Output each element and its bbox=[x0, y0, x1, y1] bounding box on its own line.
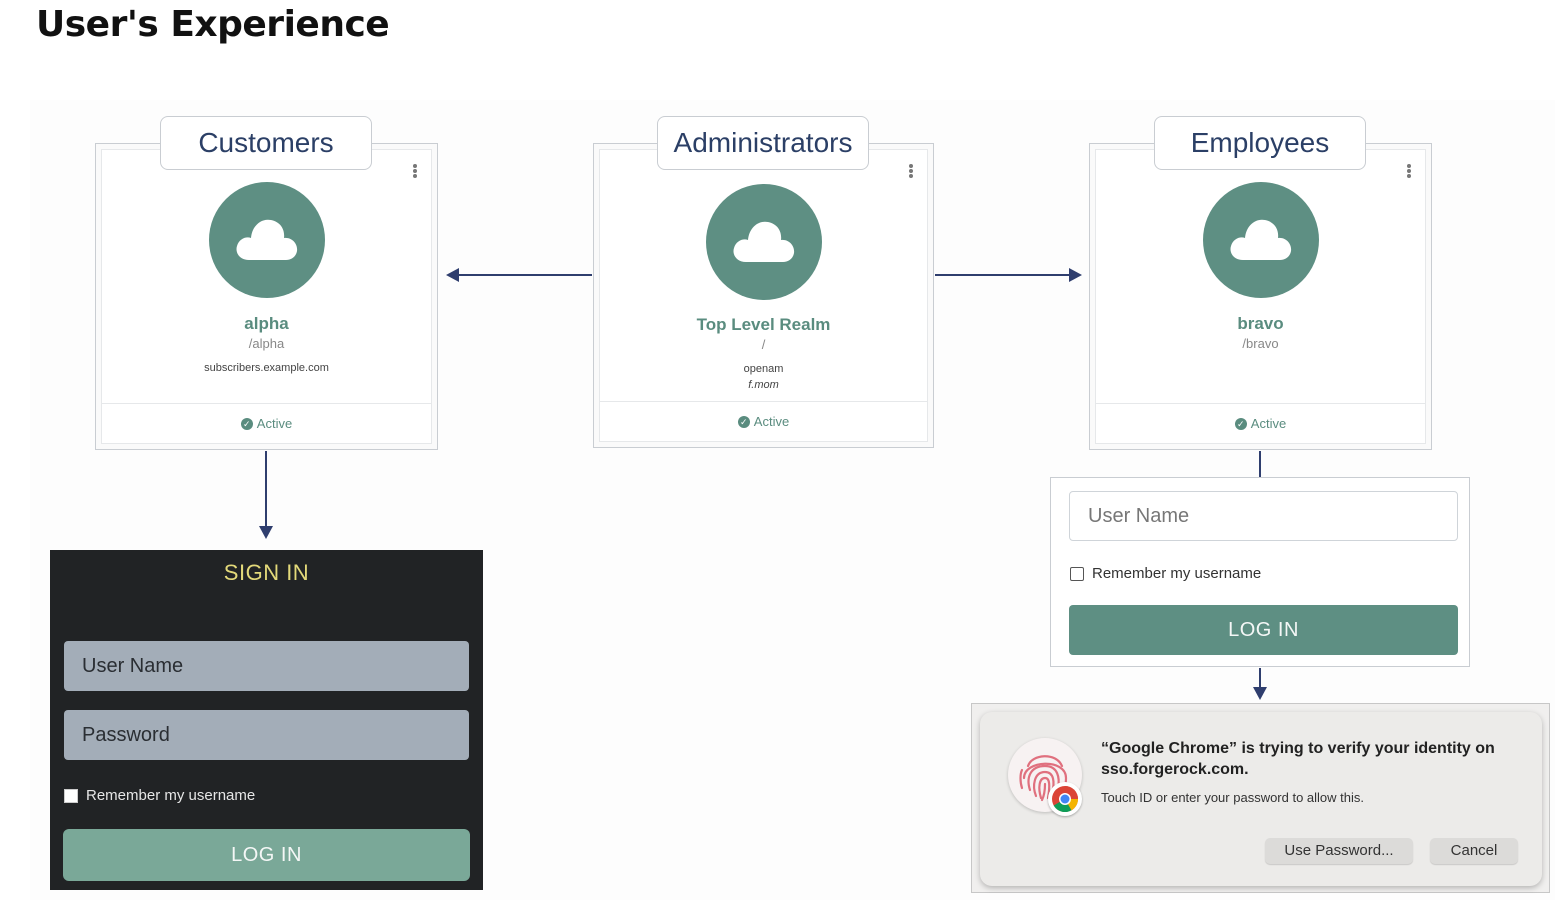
group-label-customers: Customers bbox=[160, 116, 372, 170]
login-button[interactable]: LOG IN bbox=[63, 829, 470, 881]
dialog-title: “Google Chrome” is trying to verify your… bbox=[1101, 740, 1495, 778]
arrow-head-down-icon bbox=[259, 526, 273, 539]
dialog-message: Touch ID or enter your password to allow… bbox=[1101, 790, 1365, 805]
arrow-head-left-icon bbox=[446, 268, 459, 282]
cloud-icon bbox=[1202, 182, 1319, 298]
cloud-icon bbox=[705, 184, 822, 300]
arrow-head-down-icon bbox=[1253, 687, 1267, 700]
connector-employees-to-login bbox=[1259, 451, 1261, 477]
status-label: Active bbox=[1250, 416, 1287, 431]
realm-status: ✓ Active bbox=[1096, 403, 1425, 443]
kebab-menu-icon[interactable] bbox=[1407, 164, 1411, 178]
remember-username-label: Remember my username bbox=[86, 787, 256, 804]
employee-login-panel: User Name Remember my username LOG IN bbox=[1050, 477, 1470, 667]
chrome-icon bbox=[1048, 782, 1082, 816]
arrow-login-to-dialog bbox=[1259, 668, 1261, 688]
username-field[interactable]: User Name bbox=[1069, 491, 1458, 541]
username-field[interactable]: User Name bbox=[64, 641, 469, 691]
touchid-dialog-frame: “Google Chrome” is trying to verify your… bbox=[971, 703, 1550, 893]
group-label-administrators: Administrators bbox=[657, 116, 869, 170]
realm-path: /bravo bbox=[1242, 336, 1279, 351]
realm-card-body: bravo /bravo ✓ Active bbox=[1095, 149, 1426, 444]
kebab-menu-icon[interactable] bbox=[909, 164, 913, 178]
realm-domain: subscribers.example.com bbox=[204, 362, 329, 374]
cancel-button[interactable]: Cancel bbox=[1430, 838, 1518, 864]
realm-status: ✓ Active bbox=[600, 401, 927, 441]
check-circle-icon: ✓ bbox=[240, 417, 253, 430]
arrow-head-right-icon bbox=[1069, 268, 1082, 282]
realm-card-bravo[interactable]: bravo /bravo ✓ Active bbox=[1089, 143, 1432, 450]
customer-signin-panel: SIGN IN User Name Password Remember my u… bbox=[50, 550, 483, 890]
realm-card-body: Top Level Realm / openam f.mom ✓ Active bbox=[599, 149, 928, 442]
realm-card-alpha[interactable]: alpha /alpha subscribers.example.com ✓ A… bbox=[95, 143, 438, 450]
touchid-dialog: “Google Chrome” is trying to verify your… bbox=[980, 712, 1542, 886]
realm-path: / bbox=[761, 337, 766, 352]
status-label: Active bbox=[256, 416, 293, 431]
realm-name: bravo bbox=[1237, 314, 1284, 333]
page-title: User's Experience bbox=[36, 4, 390, 45]
use-password-button[interactable]: Use Password... bbox=[1265, 838, 1413, 864]
realm-domain: openam bbox=[743, 363, 784, 375]
check-circle-icon: ✓ bbox=[1234, 417, 1247, 430]
arrow-admin-to-employees bbox=[935, 274, 1069, 276]
realm-domain-secondary: f.mom bbox=[748, 379, 779, 389]
realm-card-body: alpha /alpha subscribers.example.com ✓ A… bbox=[101, 149, 432, 444]
password-field[interactable]: Password bbox=[64, 710, 469, 760]
realm-card-top-level[interactable]: Top Level Realm / openam f.mom ✓ Active bbox=[593, 143, 934, 448]
signin-title: SIGN IN bbox=[223, 560, 310, 585]
group-label-employees: Employees bbox=[1154, 116, 1366, 170]
check-circle-icon: ✓ bbox=[737, 415, 750, 428]
arrow-admin-to-customers bbox=[458, 274, 592, 276]
realm-name: alpha bbox=[244, 314, 289, 333]
remember-username-row: Remember my username bbox=[1070, 565, 1261, 582]
realm-path: /alpha bbox=[248, 336, 285, 351]
realm-name: Top Level Realm bbox=[696, 315, 831, 334]
arrow-customers-to-signin bbox=[265, 451, 267, 527]
remember-username-checkbox[interactable] bbox=[1070, 566, 1084, 581]
login-button[interactable]: LOG IN bbox=[1069, 605, 1458, 655]
status-label: Active bbox=[753, 414, 790, 429]
realm-status: ✓ Active bbox=[102, 403, 431, 443]
cloud-icon bbox=[208, 182, 325, 298]
kebab-menu-icon[interactable] bbox=[413, 164, 417, 178]
remember-username-checkbox[interactable] bbox=[64, 788, 78, 803]
remember-username-row: Remember my username bbox=[64, 787, 255, 804]
remember-username-label: Remember my username bbox=[1092, 565, 1262, 582]
